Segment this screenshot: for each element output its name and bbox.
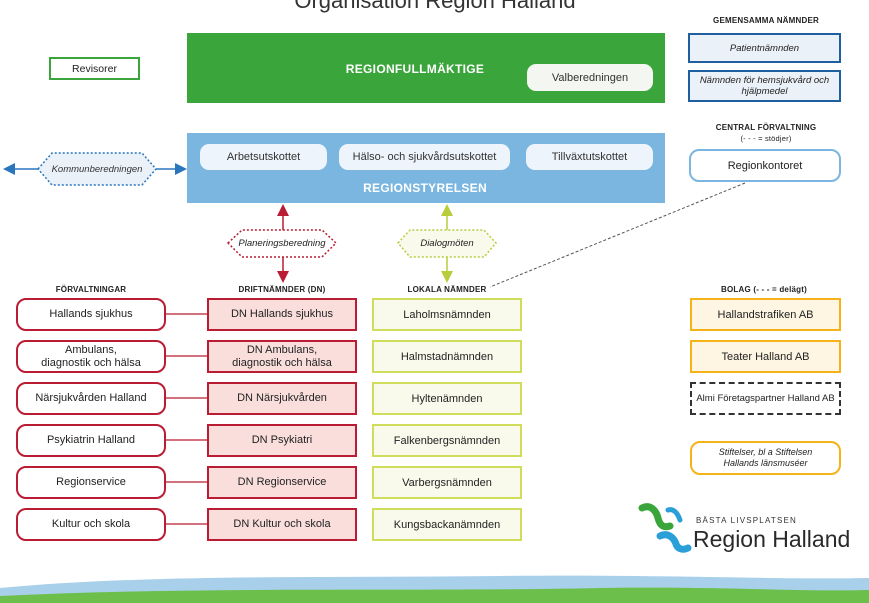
driftnamnd-item[interactable]: DN Psykiatri (207, 424, 357, 457)
forvaltningar-heading: FÖRVALTNINGAR (55, 285, 127, 294)
lokal-namnd-item[interactable]: Falkenbergsnämnden (372, 424, 522, 457)
driftnamnd-item[interactable]: DN Ambulans, diagnostik och hälsa (207, 340, 357, 373)
regionkontoret-box[interactable]: Regionkontoret (689, 149, 841, 182)
bolag-almi[interactable]: Almi Företagspartner Halland AB (690, 382, 841, 415)
revisorer-box[interactable]: Revisorer (49, 57, 140, 80)
lokal-namnd-item[interactable]: Halmstadnämnden (372, 340, 522, 373)
valberedningen-box[interactable]: Valberedningen (527, 64, 653, 91)
planeringsberedning-label: Planeringsberedning (238, 237, 326, 249)
hemsjukvard-namnden-box[interactable]: Nämnden för hemsjukvård och hjälpmedel (688, 70, 841, 102)
lokal-namnd-item[interactable]: Kungsbackanämnden (372, 508, 522, 541)
driftnamnd-item[interactable]: DN Regionservice (207, 466, 357, 499)
support-dashed-line (489, 182, 746, 288)
regionstyrelsen-label: REGIONSTYRELSEN (363, 181, 487, 195)
halso-sjukvardsutskottet-box[interactable]: Hälso- och sjukvårdsutskottet (339, 144, 510, 170)
lokal-namnd-item[interactable]: Laholmsnämnden (372, 298, 522, 331)
forvaltning-item[interactable]: Kultur och skola (16, 508, 166, 541)
lokal-namnd-item[interactable]: Hyltenämnden (372, 382, 522, 415)
forvaltning-item[interactable]: Psykiatrin Halland (16, 424, 166, 457)
lokala-namnder-heading: LOKALA NÄMNDER (407, 285, 487, 294)
driftnamnd-item[interactable]: DN Kultur och skola (207, 508, 357, 541)
planeringsberedning-hex (226, 229, 338, 258)
logo-name: Region Halland (693, 526, 851, 552)
kommunberedningen-hex (37, 152, 157, 186)
tillvaxtutskottet-box[interactable]: Tillväxtutskottet (526, 144, 653, 170)
bolag-hallandstrafiken[interactable]: Hallandstrafiken AB (690, 298, 841, 331)
driftnamnd-item[interactable]: DN Hallands sjukhus (207, 298, 357, 331)
lokal-namnd-item[interactable]: Varbergsnämnden (372, 466, 522, 499)
stiftelser-box[interactable]: Stiftelser, bl a Stiftelsen Hallands län… (690, 441, 841, 475)
logo-tagline: BÄSTA LIVSPLATSEN (696, 516, 798, 525)
bolag-heading: BOLAG (- - - = delägt) (721, 285, 807, 294)
driftnamnder-heading: DRIFTNÄMNDER (DN) (238, 285, 326, 294)
region-halland-logo-icon (638, 503, 692, 553)
arbetsutskottet-box[interactable]: Arbetsutskottet (200, 144, 327, 170)
landscape-band-green (0, 587, 869, 603)
central-forvaltning-note: (- - - = stödjer) (740, 134, 792, 143)
forvaltning-item[interactable]: Hallands sjukhus (16, 298, 166, 331)
driftnamnd-item[interactable]: DN Närsjukvården (207, 382, 357, 415)
dialogmoten-label: Dialogmöten (420, 237, 474, 249)
bolag-teater-halland[interactable]: Teater Halland AB (690, 340, 841, 373)
page-title: Organisation Region Halland (294, 0, 576, 13)
dialogmoten-hex (396, 229, 498, 258)
central-forvaltning-heading: CENTRAL FÖRVALTNING (715, 123, 817, 132)
forvaltning-item[interactable]: Ambulans, diagnostik och hälsa (16, 340, 166, 373)
forvaltning-item[interactable]: Närsjukvården Halland (16, 382, 166, 415)
regionfullmaktige-label: REGIONFULLMÄKTIGE (345, 62, 485, 76)
gemensamma-heading: GEMENSAMMA NÄMNDER (713, 16, 819, 25)
kommunberedningen-label: Kommunberedningen (51, 163, 143, 175)
patientnamnden-box[interactable]: Patientnämnden (688, 33, 841, 63)
forvaltning-item[interactable]: Regionservice (16, 466, 166, 499)
